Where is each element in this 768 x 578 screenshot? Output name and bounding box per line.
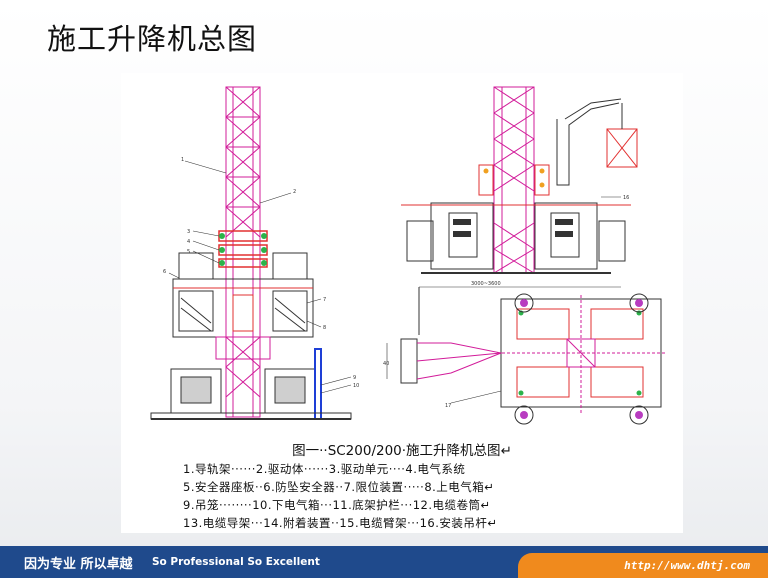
part-number-label: 4 — [187, 239, 190, 245]
part-number-label: 16 — [623, 195, 629, 201]
footer-slogan-english: So Professional So Excellent — [152, 556, 320, 568]
footer-url-box: http://www.dhtj.com — [518, 553, 768, 578]
part-number-label: 5 — [187, 249, 190, 255]
part-number-label: 2 — [293, 189, 296, 195]
dimension-label: 40 — [383, 361, 389, 367]
figure-caption: 图一··SC200/200·施工升降机总图↵ — [292, 443, 512, 459]
legend-row: 1.导轨架······2.驱动体······3.驱动单元····4.电气系统 — [183, 462, 466, 476]
side-elevation: 16 — [401, 86, 638, 274]
footer-url[interactable]: http://www.dhtj.com — [624, 559, 750, 572]
part-number-label: 6 — [163, 269, 166, 275]
slide-title: 施工升降机总图 — [47, 22, 258, 56]
part-number-label: 17 — [445, 403, 451, 409]
elevator-general-drawing: 1 2 3 4 5 6 7 8 9 10 — [150, 86, 665, 425]
part-number-label: 9 — [353, 375, 356, 381]
parts-legend: 1.导轨架······2.驱动体······3.驱动单元····4.电气系统 5… — [121, 461, 683, 531]
legend-row: 9.吊笼········10.下电气箱···11.底架护栏···12.电缆卷筒↵ — [183, 498, 491, 512]
footer-bar: 因为专业 所以卓越 So Professional So Excellent h… — [0, 546, 768, 578]
legend-row: 13.电缆导架···14.附着装置··15.电缆臂架···16.安装吊杆↵ — [183, 516, 498, 530]
part-number-label: 8 — [323, 325, 326, 331]
part-number-label: 3 — [187, 229, 190, 235]
plan-view: 3000~3600 40 — [383, 281, 665, 425]
part-number-label: 1 — [181, 157, 184, 163]
front-elevation: 1 2 3 4 5 6 7 8 9 10 — [150, 86, 359, 420]
legend-row: 5.安全器座板··6.防坠安全器··7.限位装置·····8.上电气箱↵ — [183, 480, 495, 494]
footer-slogan: 因为专业 所以卓越 — [24, 557, 133, 572]
drawing-figure: 1 2 3 4 5 6 7 8 9 10 — [121, 73, 683, 533]
dimension-label: 3000~3600 — [471, 281, 501, 287]
part-number-label: 7 — [323, 297, 326, 303]
part-number-label: 10 — [353, 383, 359, 389]
